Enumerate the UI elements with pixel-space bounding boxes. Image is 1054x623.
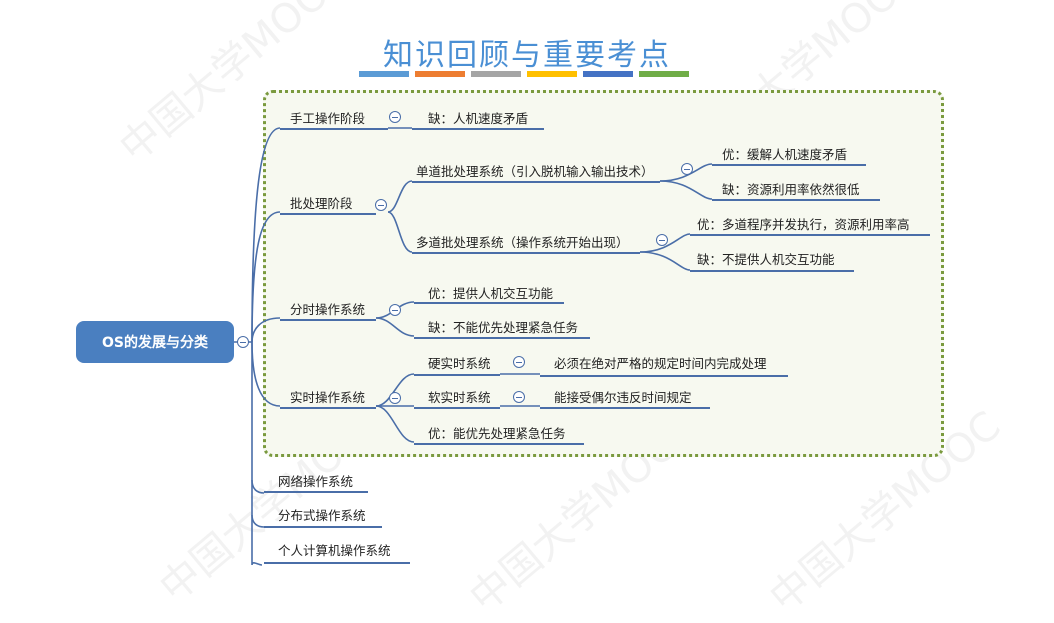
node-underline: [412, 128, 544, 130]
collapse-icon[interactable]: [375, 199, 387, 211]
node-underline: [414, 443, 584, 445]
node-timesharing-con[interactable]: 缺：不能优先处理紧急任务: [428, 320, 579, 335]
node-batch-multi[interactable]: 多道批处理系统（操作系统开始出现）: [416, 235, 629, 250]
node-realtime-soft[interactable]: 软实时系统: [428, 390, 491, 405]
node-manual[interactable]: 手工操作阶段: [290, 111, 366, 126]
node-underline: [414, 407, 500, 409]
node-underline: [280, 213, 376, 215]
node-underline: [712, 199, 880, 201]
node-underline: [280, 407, 376, 409]
node-batch-single-con[interactable]: 缺：资源利用率依然很低: [722, 182, 860, 197]
node-underline: [712, 164, 866, 166]
mind-map: 中国大学MOOC 中国大学MOOC 中国大学MOOC 中国大学MOOC 中国大学…: [76, 0, 1009, 621]
node-underline: [280, 319, 376, 321]
collapse-icon[interactable]: [389, 111, 401, 123]
node-realtime-hard-desc[interactable]: 必须在绝对严格的规定时间内完成处理: [554, 356, 767, 371]
node-realtime-pro[interactable]: 优：能优先处理紧急任务: [428, 426, 566, 441]
collapse-icon[interactable]: [389, 392, 401, 404]
node-personal[interactable]: 个人计算机操作系统: [278, 543, 391, 558]
page-title: 知识回顾与重要考点: [383, 38, 671, 73]
node-underline: [264, 526, 382, 528]
title-bar-5: [583, 71, 633, 77]
node-underline: [414, 337, 590, 339]
node-manual-con[interactable]: 缺：人机速度矛盾: [428, 111, 529, 126]
node-batch-single[interactable]: 单道批处理系统（引入脱机输入输出技术）: [416, 164, 654, 179]
node-underline: [690, 270, 854, 272]
collapse-icon[interactable]: [656, 234, 668, 246]
node-underline: [264, 562, 410, 564]
title-bar-2: [415, 71, 465, 77]
highlight-frame: [263, 90, 944, 457]
connector-lines: [234, 127, 713, 566]
node-underline: [264, 491, 368, 493]
collapse-icon[interactable]: [237, 336, 249, 348]
node-underline: [690, 234, 930, 236]
title-bar-6: [639, 71, 689, 77]
collapse-icon[interactable]: [389, 304, 401, 316]
node-realtime[interactable]: 实时操作系统: [290, 390, 366, 405]
node-timesharing[interactable]: 分时操作系统: [290, 302, 366, 317]
node-underline: [280, 128, 388, 130]
node-realtime-hard[interactable]: 硬实时系统: [428, 356, 491, 371]
collapse-icon[interactable]: [681, 163, 693, 175]
node-realtime-soft-desc[interactable]: 能接受偶尔违反时间规定: [554, 390, 692, 405]
root-node[interactable]: OS的发展与分类: [76, 321, 234, 363]
node-timesharing-pro[interactable]: 优：提供人机交互功能: [428, 286, 554, 301]
node-batch[interactable]: 批处理阶段: [290, 196, 353, 211]
collapse-icon[interactable]: [513, 391, 525, 403]
node-underline: [412, 181, 660, 183]
node-underline: [540, 407, 710, 409]
collapse-icon[interactable]: [513, 356, 525, 368]
title-bar-1: [359, 71, 409, 77]
title-bar-3: [471, 71, 521, 77]
title-bar-4: [527, 71, 577, 77]
node-batch-multi-con[interactable]: 缺：不提供人机交互功能: [697, 252, 835, 267]
node-batch-multi-pro[interactable]: 优：多道程序并发执行，资源利用率高: [697, 217, 910, 232]
node-underline: [414, 302, 564, 304]
node-batch-single-pro[interactable]: 优：缓解人机速度矛盾: [722, 147, 848, 162]
node-underline: [414, 374, 500, 376]
node-underline: [412, 252, 640, 254]
node-underline: [540, 375, 788, 377]
node-distributed[interactable]: 分布式操作系统: [278, 508, 366, 523]
node-network[interactable]: 网络操作系统: [278, 474, 354, 489]
